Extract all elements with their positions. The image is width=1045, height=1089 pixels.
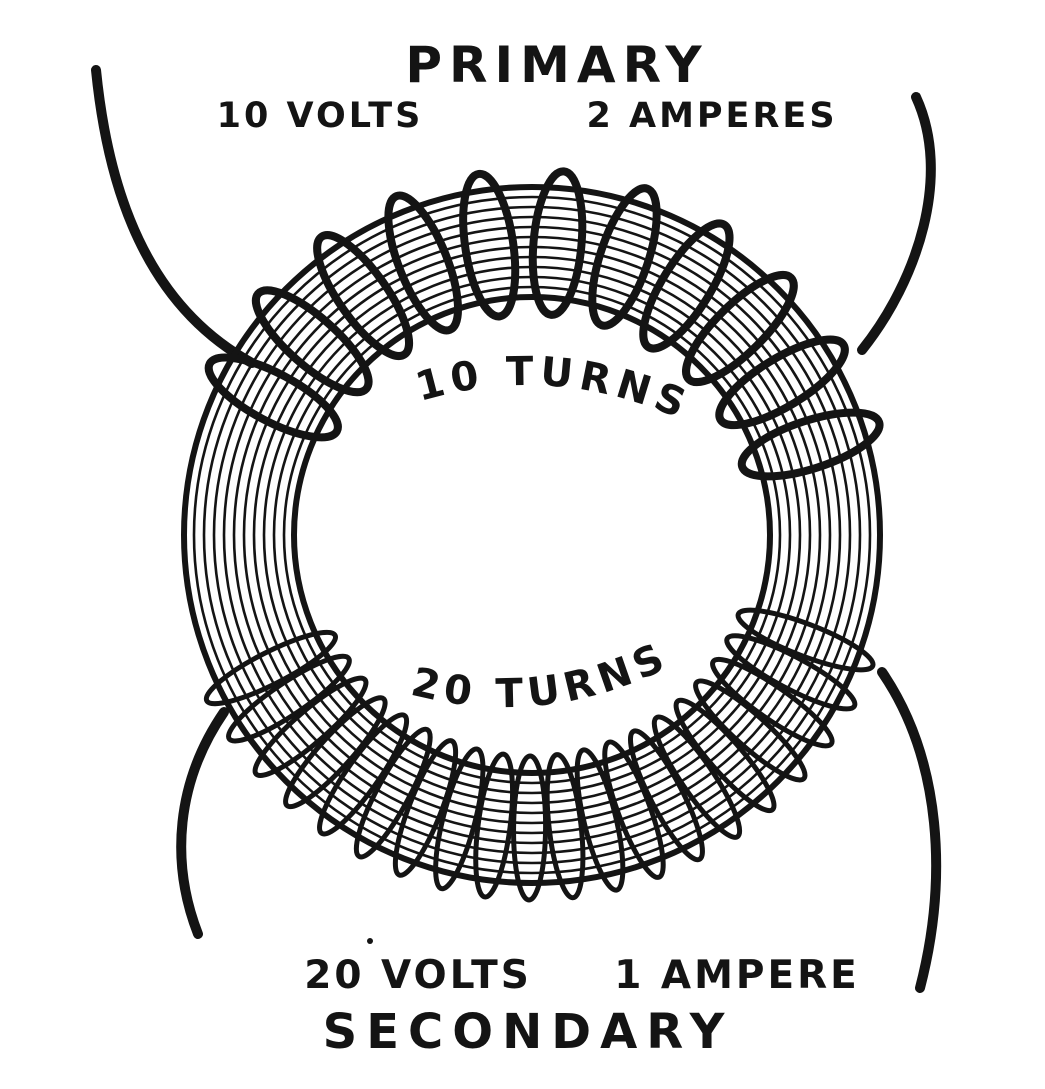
coil-turn <box>473 751 516 900</box>
coil-turn <box>433 746 486 892</box>
coil-turn <box>693 678 808 783</box>
core-ring <box>291 294 773 776</box>
primary-turns-text: 10 TURNS <box>411 349 691 430</box>
secondary-winding <box>203 607 876 903</box>
coil-turn <box>204 353 342 442</box>
coil-turn <box>602 739 666 880</box>
secondary-lead-left-wire <box>176 707 229 939</box>
coil-turn <box>544 752 586 901</box>
coil-turn <box>251 286 373 397</box>
coil-turn <box>673 697 777 814</box>
primary-lead-right-wire <box>857 92 936 355</box>
coil-turn <box>651 714 743 840</box>
primary-title: PRIMARY <box>405 36 708 94</box>
coil-turn <box>252 675 369 778</box>
coil-turn <box>715 335 849 430</box>
coil-turn <box>574 747 626 893</box>
coil-turn <box>384 191 462 335</box>
coil-turn <box>528 167 587 319</box>
ink-speck <box>367 938 373 944</box>
core-ring <box>192 195 872 875</box>
core-ring <box>212 215 852 855</box>
coil-turn <box>627 728 705 863</box>
secondary-turns-label: 20 TURNS <box>407 633 676 717</box>
coil-turn <box>313 231 414 361</box>
coil-turn <box>317 712 410 837</box>
secondary-title: SECONDARY <box>323 1004 734 1060</box>
coil-turn <box>203 629 338 707</box>
secondary-turns-text: 20 TURNS <box>407 633 670 717</box>
coil-turn <box>639 219 734 353</box>
coil-turn <box>735 607 876 673</box>
core-ring <box>202 205 862 865</box>
coil-turn <box>737 408 884 481</box>
coil-turn <box>724 633 858 712</box>
secondary-amperes-label: 1 AMPERE <box>614 953 860 998</box>
primary-turns-label: 10 TURNS <box>411 349 697 430</box>
primary-amperes-label: 2 AMPERES <box>586 96 837 136</box>
secondary-lead-right-wire <box>877 667 942 993</box>
coil-turn <box>511 753 549 903</box>
core-ring <box>181 184 883 886</box>
coil-turn <box>588 184 661 330</box>
coil-turn <box>710 656 835 749</box>
primary-volts-label: 10 VOLTS <box>217 96 424 136</box>
coil-turn <box>353 726 433 860</box>
coil-turn <box>283 695 388 810</box>
coil-turn <box>682 271 798 387</box>
primary-winding <box>204 167 884 481</box>
coil-turn <box>392 738 459 878</box>
coil-turn <box>226 653 352 744</box>
primary-lead-left-wire <box>91 65 257 368</box>
secondary-volts-label: 20 VOLTS <box>304 953 532 998</box>
coil-turn <box>459 169 520 321</box>
